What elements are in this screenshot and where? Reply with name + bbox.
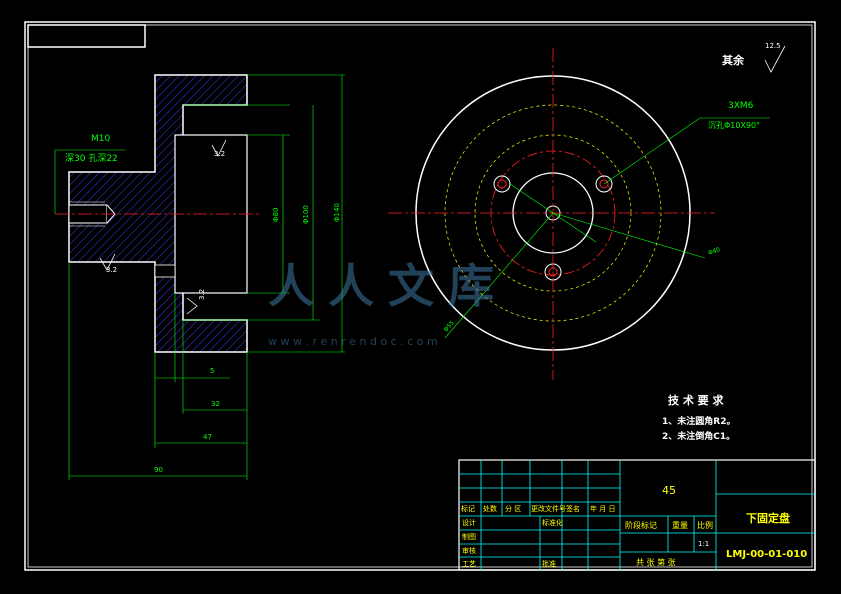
bolt-hole-right (595, 175, 613, 193)
front-view (388, 45, 786, 380)
corner-box (27, 24, 146, 48)
finish-symbol-3 (186, 297, 198, 315)
section-view (54, 74, 345, 480)
inner-frame (27, 24, 813, 568)
roughness-symbol (764, 45, 786, 73)
side-hole (154, 264, 176, 278)
title-block (458, 459, 816, 571)
outer-frame (24, 21, 816, 571)
finish-symbol-1 (211, 139, 227, 157)
finish-symbol-2 (99, 253, 116, 271)
